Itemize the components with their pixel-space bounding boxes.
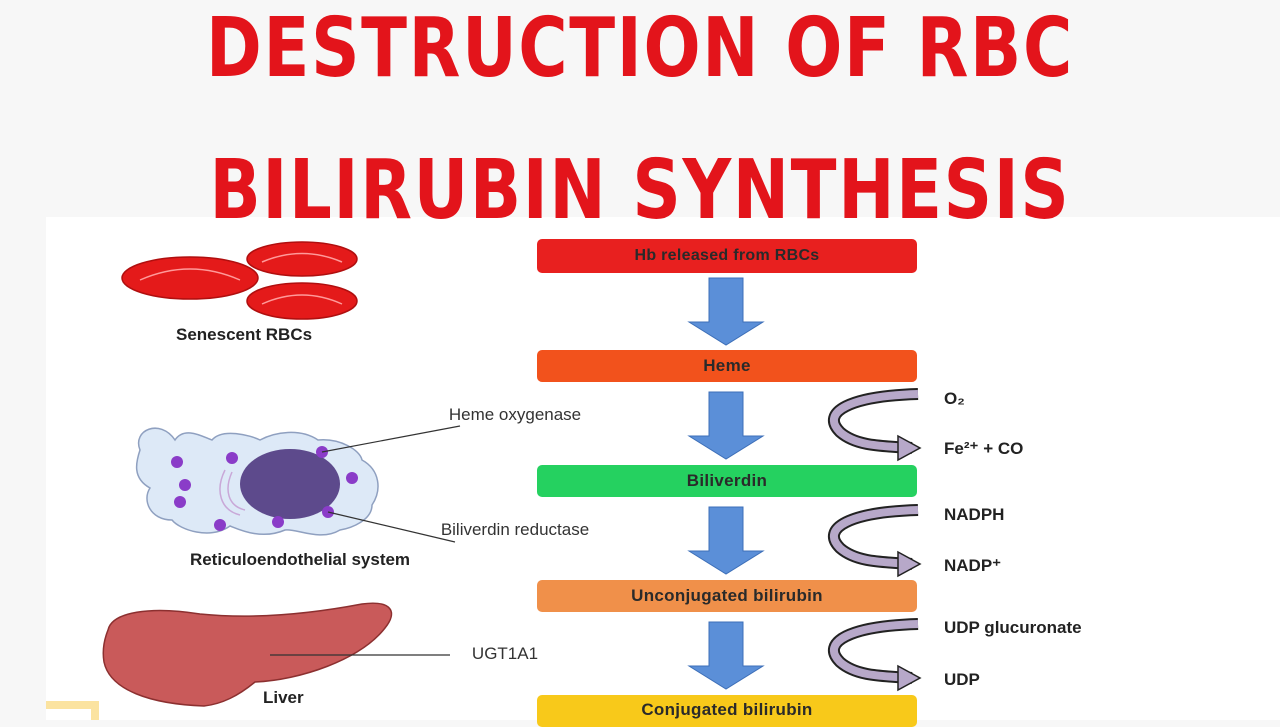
heme-oxygenase-label: Heme oxygenase [448, 405, 582, 424]
udp-label: UDP [944, 670, 980, 689]
biliverdin-reductase-pointer [327, 511, 456, 543]
down-arrow-icon [687, 506, 765, 575]
curved-arrow-icon [828, 504, 922, 578]
udp-glucuronate-label: UDP glucuronate [944, 618, 1082, 637]
red-blood-cells-icon [121, 241, 358, 320]
step-heme: Heme [537, 350, 917, 382]
step-label: Biliverdin [686, 471, 768, 491]
macrophage-icon [135, 427, 379, 536]
biliverdin-reductase-label: Biliverdin reductase [440, 520, 590, 539]
title-line-1: DESTRUCTION OF RBC [206, 1, 1074, 96]
ugt1a1-label: UGT1A1 [471, 644, 539, 663]
o2-label: O₂ [944, 389, 965, 408]
step-hb-released: Hb released from RBCs [537, 239, 917, 273]
nadph-label: NADPH [944, 505, 1005, 524]
curved-arrow-icon [828, 388, 922, 462]
liver-label: Liver [263, 688, 304, 707]
heme-oxygenase-pointer [321, 425, 461, 453]
step-label: Unconjugated bilirubin [631, 586, 823, 606]
reticuloendothelial-system-label: Reticuloendothelial system [189, 550, 411, 569]
liver-icon [102, 602, 393, 707]
down-arrow-icon [687, 391, 765, 460]
step-unconjugated-bilirubin: Unconjugated bilirubin [537, 580, 917, 612]
title-line-2: BILIRUBIN SYNTHESIS [209, 143, 1071, 238]
fe-co-label: Fe²⁺ + CO [944, 439, 1024, 458]
reaction-arrows [828, 388, 922, 692]
down-arrow-icon [687, 621, 765, 690]
step-label: Heme [703, 356, 751, 376]
down-arrow-icon [687, 277, 765, 346]
step-conjugated-bilirubin: Conjugated bilirubin [537, 695, 917, 727]
curved-arrow-icon [828, 618, 922, 692]
step-label: Hb released from RBCs [634, 246, 820, 264]
flow-arrows [687, 277, 765, 690]
step-label: Conjugated bilirubin [641, 700, 813, 719]
senescent-rbcs-label: Senescent RBCs [176, 325, 313, 344]
step-biliverdin: Biliverdin [537, 465, 917, 497]
nadp-label: NADP⁺ [944, 556, 1002, 575]
corner-decoration [46, 701, 99, 720]
